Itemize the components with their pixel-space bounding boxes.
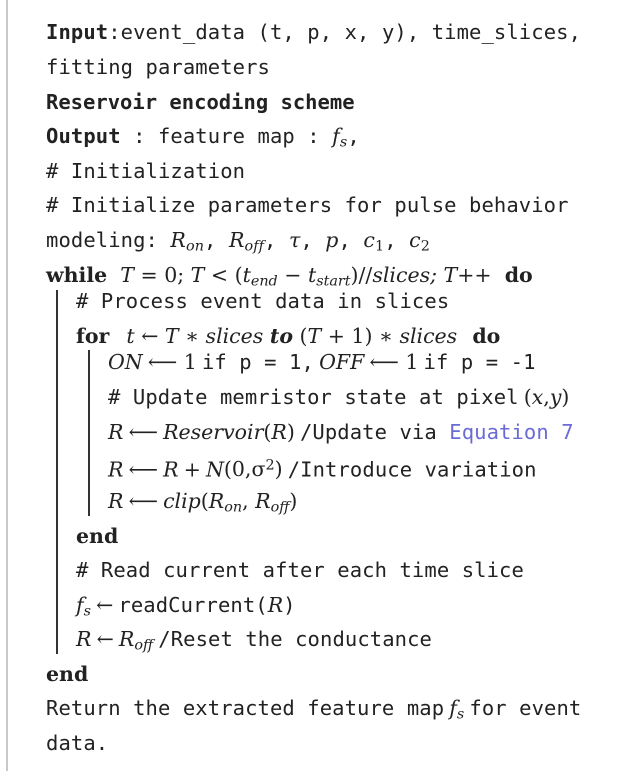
left-border	[6, 0, 8, 771]
for-condition: t ← T ∗ slices to (T + 1) ∗ slices	[126, 324, 458, 348]
update-comment: # Update memristor state at pixel (x,y)	[108, 385, 570, 409]
end-for-keyword: end	[76, 524, 119, 548]
output-fs-sub: s	[339, 134, 348, 151]
output-line: Output : feature map : fs,	[46, 122, 360, 157]
input-label: Input	[46, 20, 109, 44]
process-comment: # Process event data in slices	[76, 289, 450, 313]
end-while-keyword: end	[46, 662, 89, 686]
init-params-line-2: modeling: Ron, Roff, τ, p, c1, c2	[46, 226, 430, 261]
reservoir-line: R ⟵ Reservoir(R) /Update via Equation 7	[108, 420, 574, 444]
for-block-rule	[88, 350, 90, 516]
equation-link[interactable]: Equation 7	[449, 420, 574, 444]
output-text: : feature map :	[120, 124, 333, 148]
read-current-line: fs ← readCurrent(R)	[76, 593, 296, 620]
scheme-title: Reservoir encoding scheme	[46, 90, 355, 114]
read-comment: # Read current after each time slice	[76, 558, 524, 582]
clip-line: R ⟵ clip(Ron, Roff)	[108, 489, 298, 516]
output-label: Output	[46, 124, 121, 148]
reset-line: R ← Roff /Reset the conductance	[76, 627, 432, 654]
while-block-rule	[56, 290, 58, 654]
for-keyword: for	[76, 324, 110, 348]
init-comment: # Initialization	[46, 159, 246, 183]
return-line: Return the extracted feature map fs for …	[46, 696, 582, 723]
input-text: :event_data (t, p, x, y), time_slices,	[108, 20, 582, 44]
for-line: for t ← T ∗ slices to (T + 1) ∗ slices d…	[76, 322, 500, 351]
init-params-line-1: # Initialize parameters for pulse behavi…	[46, 193, 569, 217]
on-off-line: ON ⟵ 1 if p = 1, OFF ⟵ 1 if p = -1	[108, 350, 536, 374]
init-params-prefix: modeling:	[46, 228, 171, 252]
output-tail: ,	[347, 124, 360, 148]
variation-line: R ⟵ R + N(0,σ2) /Introduce variation	[108, 457, 537, 482]
input-line: Input:event_data (t, p, x, y), time_slic…	[46, 18, 581, 46]
return-continuation: data.	[46, 731, 109, 755]
output-fs: f	[332, 124, 340, 148]
while-do-keyword: do	[504, 263, 533, 287]
input-continuation: fitting parameters	[46, 55, 270, 79]
while-line: while T = 0; T < (tend − tstart)//slices…	[46, 261, 533, 296]
while-condition: T = 0; T < (tend − tstart)//slices; T++	[120, 263, 492, 290]
for-do-keyword: do	[472, 324, 501, 348]
while-keyword: while	[46, 263, 108, 287]
init-params-math: Ron, Roff, τ, p, c1, c2	[170, 228, 430, 255]
